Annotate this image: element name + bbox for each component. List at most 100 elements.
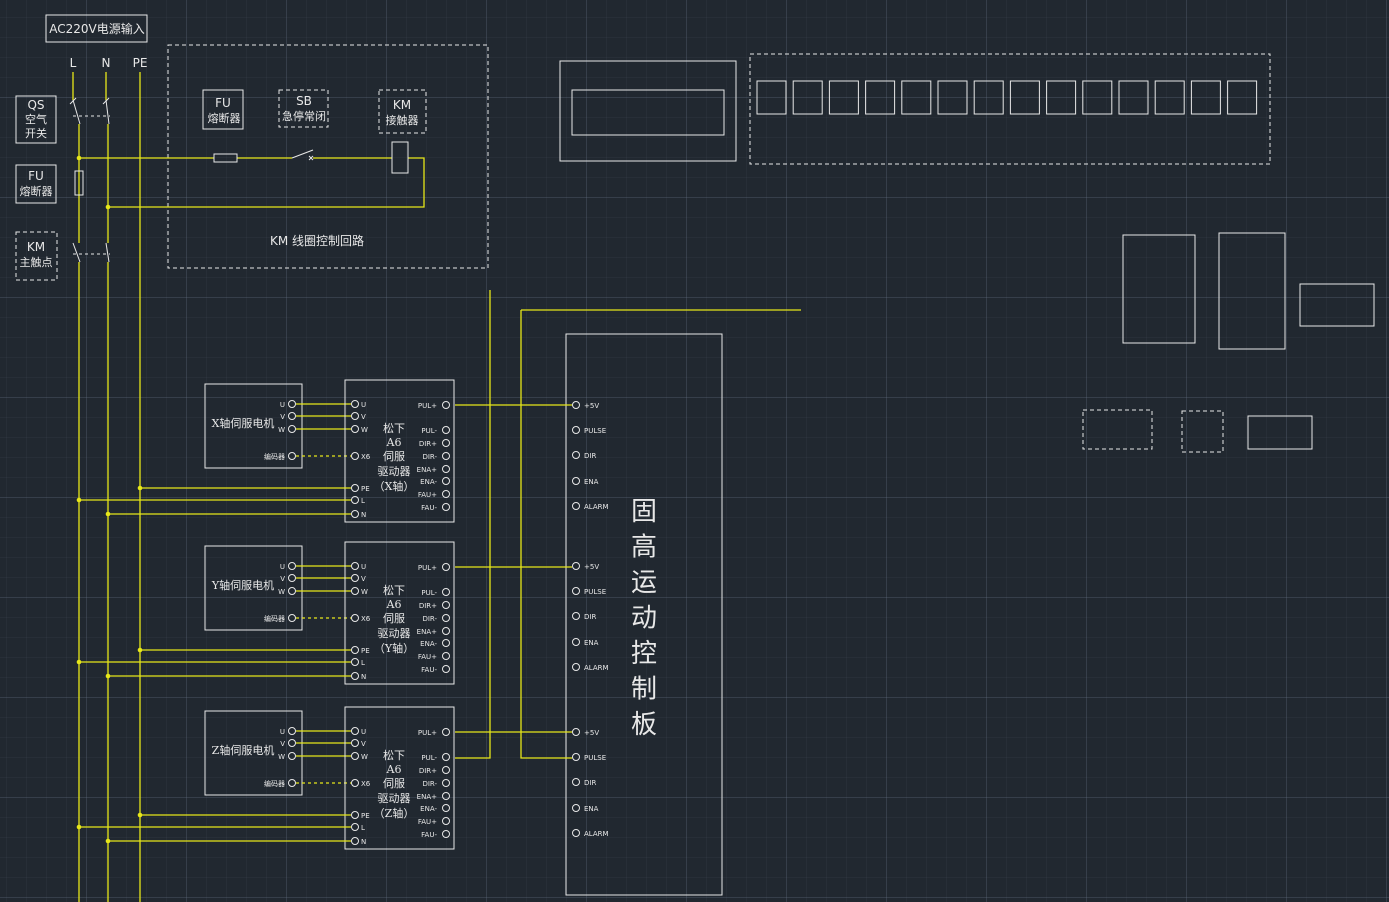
fu-side-name: 熔断器 (20, 184, 53, 198)
km-side-name: 主触点 (20, 255, 53, 269)
driver-left-pin-z: N (361, 838, 366, 846)
driver-left-pin-z: PE (361, 812, 370, 820)
board-pin-label: ALARM (584, 664, 609, 672)
board-pin-label: +5V (584, 402, 599, 410)
power-input: AC220V电源输入 L N PE (45, 14, 148, 70)
driver-title-line-z: 驱动器 (378, 792, 411, 805)
driver-left-pin-y: X6 (361, 615, 371, 623)
coil-wires (79, 157, 425, 208)
display-panel-screen (571, 89, 725, 136)
panel-cell (1046, 80, 1077, 115)
coil-sb-code: SB (296, 94, 312, 108)
km-side-code: KM (27, 240, 45, 254)
junction-pe-y (137, 647, 143, 653)
panel-cell (828, 80, 859, 115)
km-main-contacts: KM 主触点 (15, 231, 110, 281)
line-label-l: L (70, 56, 77, 70)
coil-sb-name: 急停常闭 (282, 109, 326, 123)
board-terminal (572, 612, 580, 620)
right-block-5 (1181, 410, 1224, 453)
display-panel-frame (559, 60, 737, 162)
panel-cell (756, 80, 787, 115)
junction-n-x (105, 511, 111, 517)
board-pin-label: DIR (584, 452, 596, 460)
driver-title-line-z: 松下 (383, 748, 405, 762)
motor-pin-label-y: V (280, 575, 285, 583)
right-block-1 (1122, 234, 1196, 344)
motion-board-pins: +5VPULSEDIRENAALARM+5VPULSEDIRENAALARM+5… (572, 401, 609, 838)
driver-right-terminal-z (442, 779, 450, 787)
right-block-4 (1082, 409, 1153, 450)
driver-title-line-x: 伺服 (383, 450, 405, 463)
junction-coil-n (105, 204, 111, 210)
driver-title-line-y: 松下 (383, 583, 405, 597)
junction-n-y (105, 673, 111, 679)
board-title-char: 高 (631, 533, 657, 563)
coil-km-code: KM (393, 98, 411, 112)
motor-terminal-x (288, 425, 296, 433)
driver-left-pin-x: V (361, 413, 366, 421)
driver-right-pin-x: DIR- (422, 453, 437, 461)
qs-switch-marks (69, 97, 110, 105)
encoder-terminal-z (288, 779, 296, 787)
driver-power-wires-z (79, 814, 351, 842)
line-label-n: N (102, 56, 111, 70)
qs-code: QS (27, 98, 44, 112)
driver-title-line-z: A6 (386, 763, 402, 776)
axis-group-y: Y轴伺服电机UVW编码器UVWX6PELNPUL+PUL-DIR+DIR-ENA… (76, 541, 455, 685)
qs-switch-blades (72, 99, 110, 125)
panel-cell (937, 80, 968, 115)
motor-pin-label-x: U (280, 401, 285, 409)
driver-right-pin-x: DIR+ (419, 440, 437, 448)
motor-terminal-x (288, 400, 296, 408)
driver-left-terminal-z (351, 779, 359, 787)
driver-right-pin-z: PUL- (421, 754, 437, 762)
coil-km-symbol (391, 141, 409, 174)
driver-left-terminal-z (351, 823, 359, 831)
driver-right-terminal-x (442, 439, 450, 447)
driver-left-terminal-y (351, 587, 359, 595)
driver-right-pin-y: DIR- (422, 615, 437, 623)
driver-left-terminal-y (351, 646, 359, 654)
coil-sb-contact (291, 149, 314, 159)
driver-right-pin-y: ENA+ (417, 628, 437, 636)
driver-left-pin-z: W (361, 753, 368, 761)
driver-left-pin-z: L (361, 824, 365, 832)
right-block-6 (1247, 415, 1313, 450)
board-pin-label: PULSE (584, 588, 606, 596)
board-terminal (572, 587, 580, 595)
panel-cell (1082, 80, 1113, 115)
driver-left-pin-x: U (361, 401, 366, 409)
qs-breaker: QS 空气 开关 (15, 95, 110, 144)
encoder-label-y: 编码器 (264, 614, 285, 623)
motor-pin-label-z: W (278, 753, 285, 761)
driver-right-pin-x: ENA- (420, 478, 437, 486)
motor-terminal-z (288, 739, 296, 747)
motor-pin-label-y: W (278, 588, 285, 596)
driver-left-pin-y: L (361, 659, 365, 667)
axis-group-x: X轴伺服电机UVW编码器UVWX6PELNPUL+PUL-DIR+DIR-ENA… (76, 379, 455, 523)
driver-left-terminal-x (351, 484, 359, 492)
driver-left-terminal-y (351, 672, 359, 680)
bus-top-wires (72, 72, 107, 100)
driver-right-pin-y: PUL+ (418, 564, 437, 572)
driver-left-terminal-z (351, 752, 359, 760)
motor-terminal-x (288, 412, 296, 420)
driver-left-terminal-z (351, 727, 359, 735)
board-terminal (572, 477, 580, 485)
driver-title-line-y: A6 (386, 598, 402, 611)
driver-right-terminal-y (442, 601, 450, 609)
fu-side-fuse: FU 熔断器 (15, 164, 84, 204)
panel-cell (1227, 80, 1258, 115)
right-blocks (1082, 232, 1375, 453)
driver-left-terminal-x (351, 510, 359, 518)
driver-left-pin-x: X6 (361, 453, 371, 461)
driver-axis-label-z: （Z轴） (374, 806, 415, 820)
driver-right-pin-x: PUL- (421, 427, 437, 435)
driver-right-terminal-x (442, 490, 450, 498)
km-coil-circuit: KM 线圈控制回路 FU 熔断器 SB 急停常闭 KM 接触器 (79, 44, 489, 269)
driver-right-terminal-z (442, 792, 450, 800)
board-terminal (572, 728, 580, 736)
fu-side-symbol (74, 170, 84, 196)
